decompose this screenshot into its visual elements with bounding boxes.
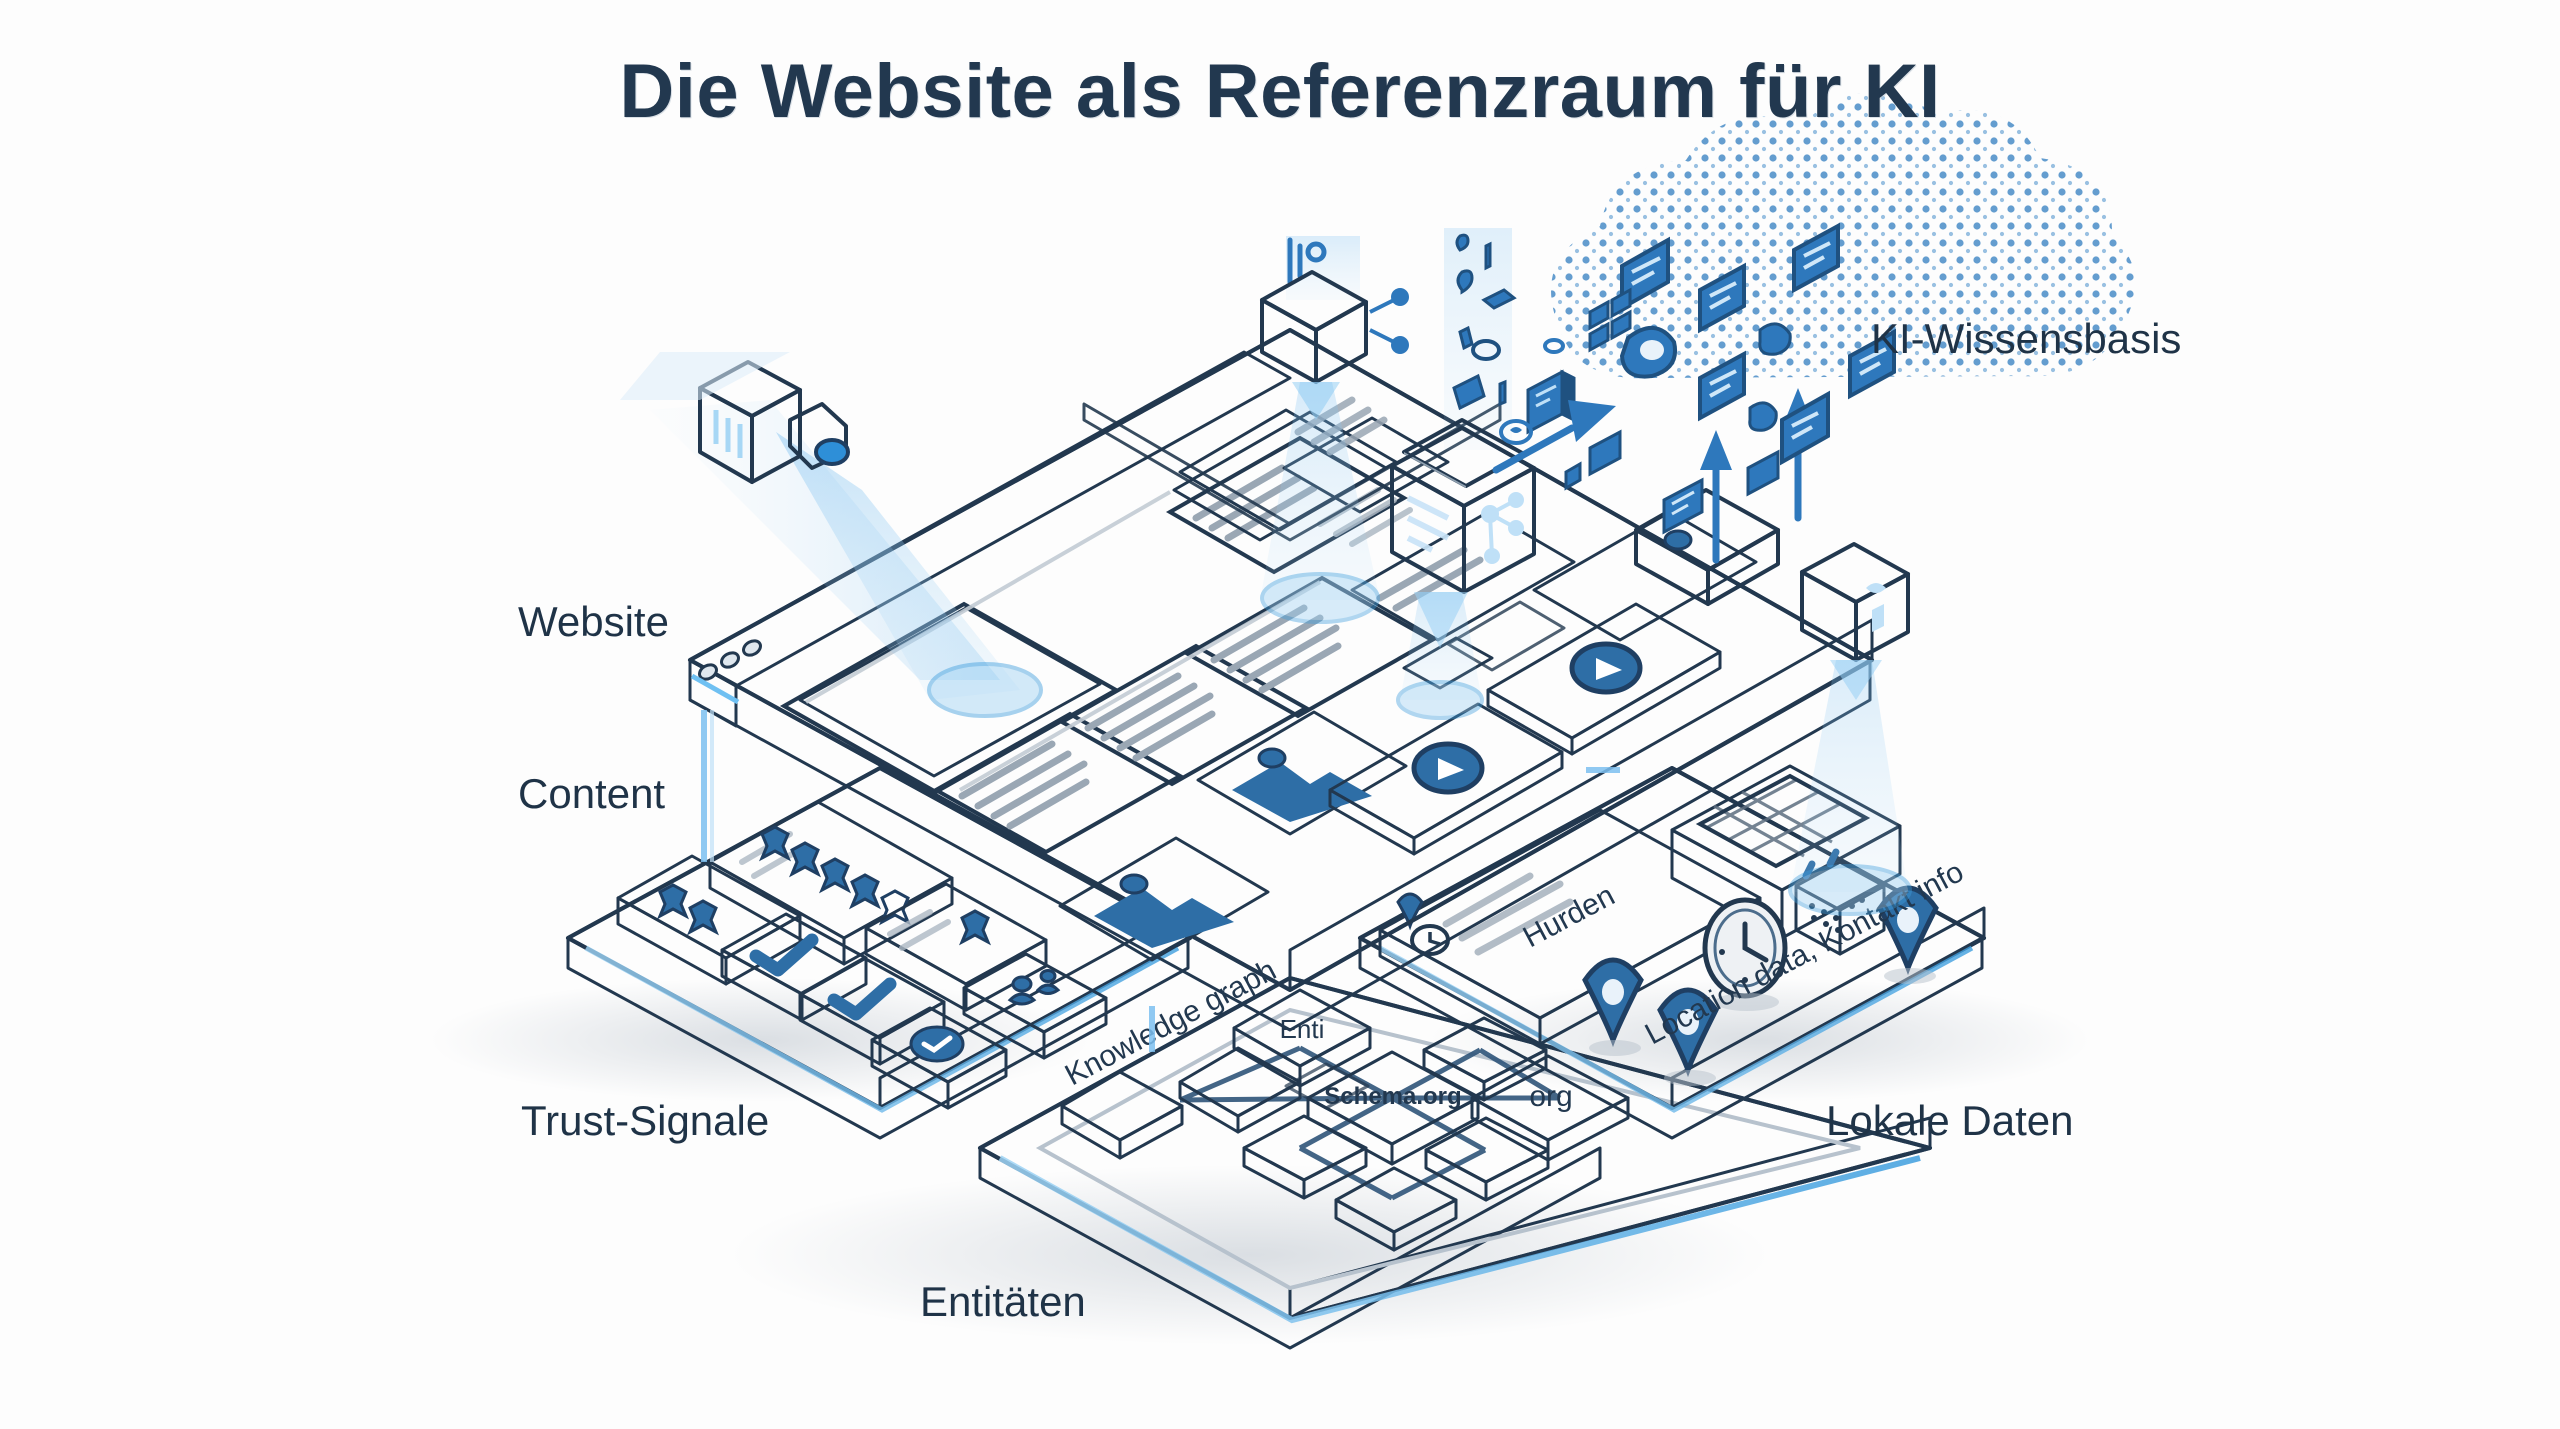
layer-trust-signals[interactable] bbox=[566, 766, 1192, 1140]
checkmark-icon bbox=[749, 933, 819, 977]
ai-knowledge-cloud[interactable] bbox=[1551, 92, 2136, 466]
light-cone-icon bbox=[927, 662, 1043, 718]
floating-documents bbox=[1499, 338, 1622, 491]
cloud-documents bbox=[1588, 222, 1896, 466]
scanner-right[interactable] bbox=[1788, 542, 1912, 916]
layer-connectors bbox=[701, 710, 1620, 1052]
star-icon bbox=[656, 883, 720, 936]
label-ai-knowledge-base: KI-Wissensbasis bbox=[1871, 315, 2182, 362]
verified-badge-icon bbox=[909, 1025, 965, 1063]
label-entities: Entitäten bbox=[920, 1278, 1086, 1325]
content-card-right-3[interactable] bbox=[1446, 600, 1566, 672]
content-text-block-3 bbox=[1183, 575, 1437, 719]
scanner-center[interactable] bbox=[1260, 236, 1409, 624]
trust-verified-tile[interactable] bbox=[870, 1006, 1008, 1110]
content-image-1[interactable] bbox=[1196, 710, 1408, 836]
content-image-2[interactable] bbox=[1058, 836, 1270, 962]
pin-shadows bbox=[1589, 968, 1936, 1086]
entity-graph-links bbox=[1179, 1045, 1562, 1201]
scanner-left[interactable] bbox=[620, 352, 1043, 718]
local-map-pins[interactable] bbox=[1582, 885, 1939, 1078]
label-trust-signals: Trust-Signale bbox=[521, 1097, 770, 1144]
trust-review-card[interactable] bbox=[708, 800, 954, 966]
ground-shadows bbox=[430, 978, 2090, 1345]
entity-node-enti[interactable]: Enti bbox=[1232, 988, 1372, 1088]
image-placeholder-icon bbox=[1094, 888, 1234, 948]
grid-icon bbox=[1588, 287, 1632, 353]
graph-node-icon bbox=[1481, 492, 1524, 564]
image-placeholder-icon bbox=[1232, 762, 1372, 822]
pointer-icon bbox=[1619, 326, 1677, 379]
content-video-tile-2[interactable] bbox=[1486, 602, 1722, 756]
trust-user-tile[interactable] bbox=[962, 952, 1108, 1060]
map-pin-icon bbox=[1396, 892, 1424, 931]
content-video-tile-1[interactable] bbox=[1328, 702, 1564, 856]
checkmark-icon bbox=[827, 977, 897, 1021]
user-badge-icon bbox=[1007, 969, 1061, 1006]
cloud-icon bbox=[1551, 92, 2136, 379]
data-cube[interactable] bbox=[1390, 418, 1536, 720]
trust-star-tile[interactable] bbox=[616, 854, 802, 986]
content-text-block-2 bbox=[1057, 643, 1311, 787]
label-content: Content bbox=[518, 770, 666, 817]
local-clock[interactable] bbox=[1702, 897, 1788, 999]
entity-node-org-label: org bbox=[1529, 1080, 1572, 1113]
content-card-right-4[interactable] bbox=[1532, 510, 1758, 642]
light-cone-icon bbox=[1260, 572, 1380, 624]
data-slab-right[interactable] bbox=[1634, 488, 1780, 606]
star-icon bbox=[958, 909, 992, 946]
content-text-block-1 bbox=[931, 711, 1185, 855]
page-title: Die Website als Referenzraum für KI bbox=[619, 49, 1941, 134]
data-stream-column bbox=[1444, 228, 1517, 450]
label-local-data: Lokale Daten bbox=[1826, 1097, 2074, 1144]
browser-window-dots[interactable] bbox=[697, 638, 763, 682]
label-website: Website bbox=[518, 598, 669, 645]
